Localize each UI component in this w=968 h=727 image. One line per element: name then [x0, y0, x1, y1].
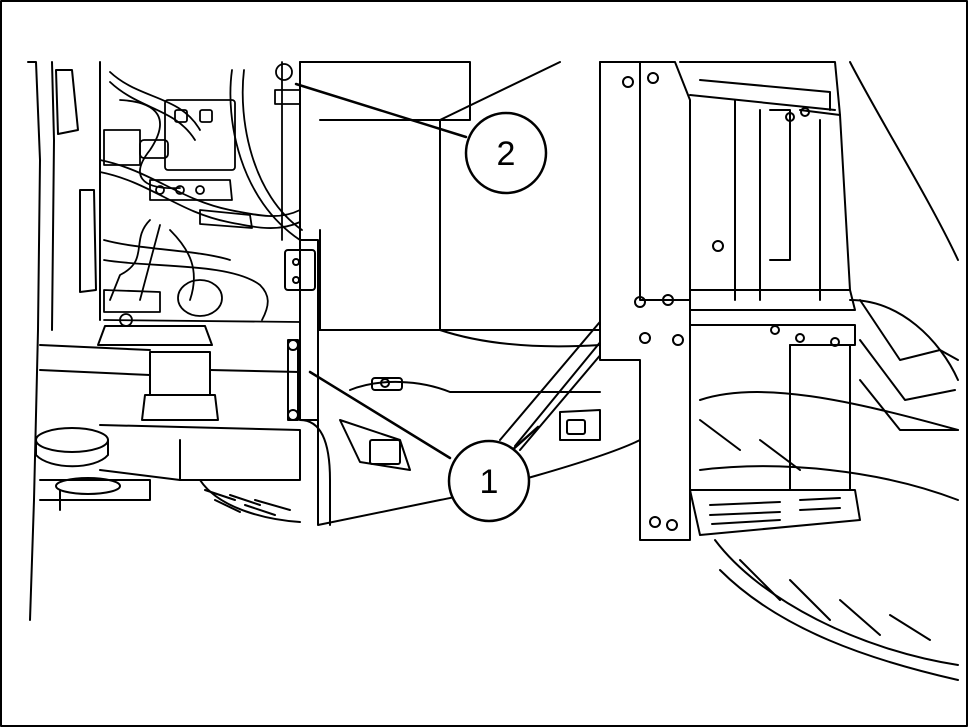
cab-side-panel — [27, 61, 101, 621]
callout-1-label: 1 — [480, 463, 499, 501]
leader-line-1a — [308, 370, 452, 460]
central-tank-panel — [299, 61, 601, 348]
axle-mount — [35, 325, 301, 511]
callout-2-circle — [464, 111, 548, 195]
access-ladder — [599, 61, 861, 541]
engine-compartment — [99, 61, 303, 327]
leader-line-2 — [294, 82, 468, 139]
callout-1-circle — [447, 439, 531, 523]
vertical-bracket — [284, 239, 319, 421]
leader-line-1b — [508, 425, 540, 454]
callout-2-label: 2 — [497, 135, 516, 173]
left-wheel — [199, 479, 301, 523]
callout-2: 2 — [464, 111, 548, 195]
leader-lines — [294, 82, 540, 460]
right-tire — [699, 61, 959, 681]
callout-1: 1 — [447, 439, 531, 523]
